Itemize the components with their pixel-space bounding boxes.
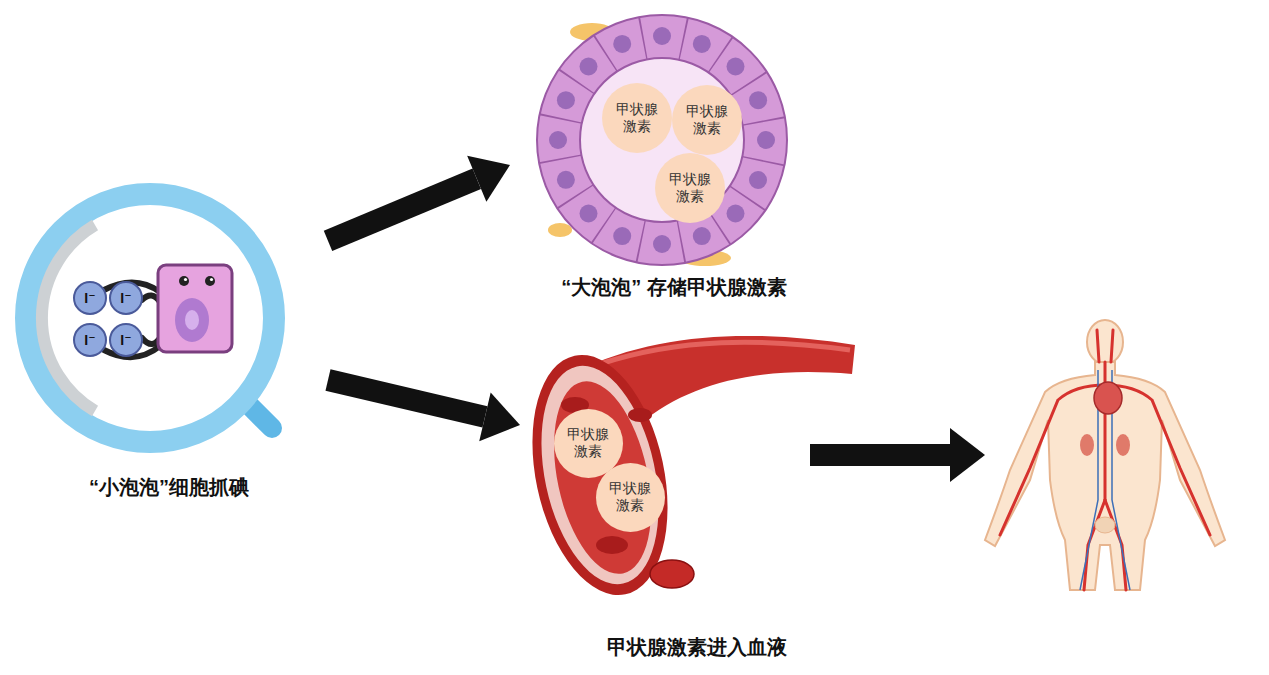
thyroid-follicle	[537, 15, 787, 266]
hormone-circle: 甲状腺 激素	[655, 153, 725, 223]
illustration-part	[727, 58, 745, 76]
arteries	[1000, 330, 1210, 590]
illustration-panel: “小泡泡”细胞抓碘	[10, 180, 328, 500]
red-blood-cell	[650, 560, 694, 588]
cell-dividers	[559, 37, 766, 244]
kidney	[1116, 434, 1130, 456]
flow-arrow	[328, 156, 510, 241]
iodide-ion	[110, 324, 142, 356]
cell-nucleus	[175, 298, 209, 342]
hormone-circle: 甲状腺 激素	[672, 85, 742, 155]
eye-highlight	[184, 278, 187, 281]
flow-arrow	[810, 428, 985, 482]
cell-ring	[559, 37, 766, 244]
illustration-part	[557, 91, 575, 109]
hormone-label: 甲状腺 激素	[602, 480, 659, 514]
blood-vessel	[512, 336, 855, 608]
illustration-part	[549, 131, 567, 149]
illustration-part	[757, 131, 775, 149]
illustration-panel: “大泡泡” 存储甲状腺激素甲状腺 激素甲状腺 激素甲状腺 激素	[510, 15, 838, 300]
illustration-part	[810, 444, 952, 466]
panel-caption: “大泡泡” 存储甲状腺激素	[510, 275, 838, 300]
cell-eye	[179, 276, 189, 286]
head	[1087, 320, 1123, 364]
illustration-part	[1084, 500, 1105, 590]
illustration-part	[580, 205, 598, 223]
ion-label: I⁻	[120, 333, 131, 347]
hormone-label: 甲状腺 激素	[608, 101, 666, 135]
illustration-part	[613, 227, 631, 245]
hormone-label: 甲状腺 激素	[661, 171, 719, 205]
tissue-patch	[548, 223, 572, 237]
cell-nucleolus	[185, 310, 199, 330]
arrow-head	[479, 393, 520, 442]
panel-caption: “小泡泡”细胞抓碘	[10, 475, 328, 500]
illustration-part	[950, 428, 985, 482]
kidney	[1080, 434, 1094, 456]
nuclei	[549, 27, 775, 253]
red-blood-cell	[628, 408, 652, 422]
ion-label: I⁻	[120, 291, 131, 305]
panel-caption: 甲状腺激素进入血液	[520, 635, 873, 660]
body-outline	[985, 362, 1225, 590]
arrow-shaft	[328, 380, 485, 417]
illustration-part	[1000, 385, 1105, 535]
heart	[1094, 382, 1122, 414]
illustration-part	[557, 171, 575, 189]
illustration-part	[1097, 330, 1099, 362]
follicle-lumen	[580, 58, 744, 222]
hormone-label: 甲状腺 激素	[560, 426, 617, 460]
magnifier-ring	[26, 194, 274, 442]
illustration-part	[580, 58, 598, 76]
lens-shade	[42, 225, 95, 411]
illustration-part	[523, 355, 677, 595]
illustration-panel: 甲状腺激素进入血液甲状腺 激素甲状腺 激素	[520, 340, 873, 660]
cell-eye	[205, 276, 215, 286]
ion-label: I⁻	[84, 333, 95, 347]
illustration-part	[693, 227, 711, 245]
illustration-part	[727, 205, 745, 223]
follicular-cell	[158, 265, 232, 352]
red-blood-cell	[596, 536, 628, 554]
bladder	[1095, 517, 1115, 533]
illustration-part	[653, 27, 671, 45]
eye-highlight	[210, 278, 213, 281]
illustration-part	[1105, 385, 1210, 535]
illustration-part	[1111, 330, 1113, 362]
arrow-shaft	[328, 179, 477, 241]
follicle-outline	[537, 15, 787, 265]
iodide-ion	[74, 324, 106, 356]
hormone-circle: 甲状腺 激素	[602, 83, 672, 153]
arrow-head	[467, 156, 510, 202]
human-body	[985, 320, 1225, 590]
illustration-part	[1105, 500, 1126, 590]
flow-arrow	[328, 380, 520, 441]
hormone-label: 甲状腺 激素	[678, 103, 736, 137]
illustration-part	[653, 235, 671, 253]
veins	[1080, 370, 1130, 590]
ion-label: I⁻	[84, 291, 95, 305]
magnifier	[26, 194, 274, 442]
illustration-part	[749, 171, 767, 189]
illustration-part	[538, 372, 667, 582]
magnifier-handle	[248, 404, 272, 428]
vessel-highlight	[600, 342, 850, 364]
hormone-circle: 甲状腺 激素	[596, 463, 665, 532]
illustration-part	[749, 91, 767, 109]
illustration-part	[693, 35, 711, 53]
illustration-part	[613, 35, 631, 53]
iodide-ion	[74, 282, 106, 314]
iodide-ion	[110, 282, 142, 314]
